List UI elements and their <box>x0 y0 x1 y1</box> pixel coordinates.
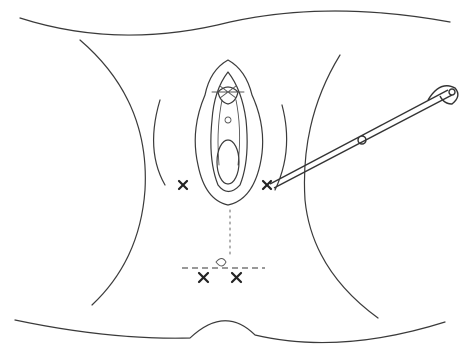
cross-marker-icon <box>232 273 241 282</box>
bottom-contour <box>15 320 445 343</box>
cross-marker-icon <box>263 181 271 189</box>
vulva-outline <box>195 60 262 205</box>
right-fold <box>275 105 287 190</box>
labia-inner-2 <box>218 100 240 165</box>
right-thigh-outline <box>304 55 378 318</box>
hood-stitches <box>212 86 244 98</box>
urethral-opening <box>225 117 231 123</box>
left-thigh-outline <box>80 40 145 305</box>
safety-pin-icon <box>270 86 458 188</box>
suture-icon <box>216 259 226 267</box>
cross-marker-icon <box>199 273 208 282</box>
clitoral-hood <box>218 87 238 104</box>
cross-marker-icon <box>179 181 187 189</box>
left-fold <box>154 100 165 185</box>
labia-inner <box>211 72 247 192</box>
introitus <box>217 140 239 184</box>
top-contour <box>20 11 450 35</box>
